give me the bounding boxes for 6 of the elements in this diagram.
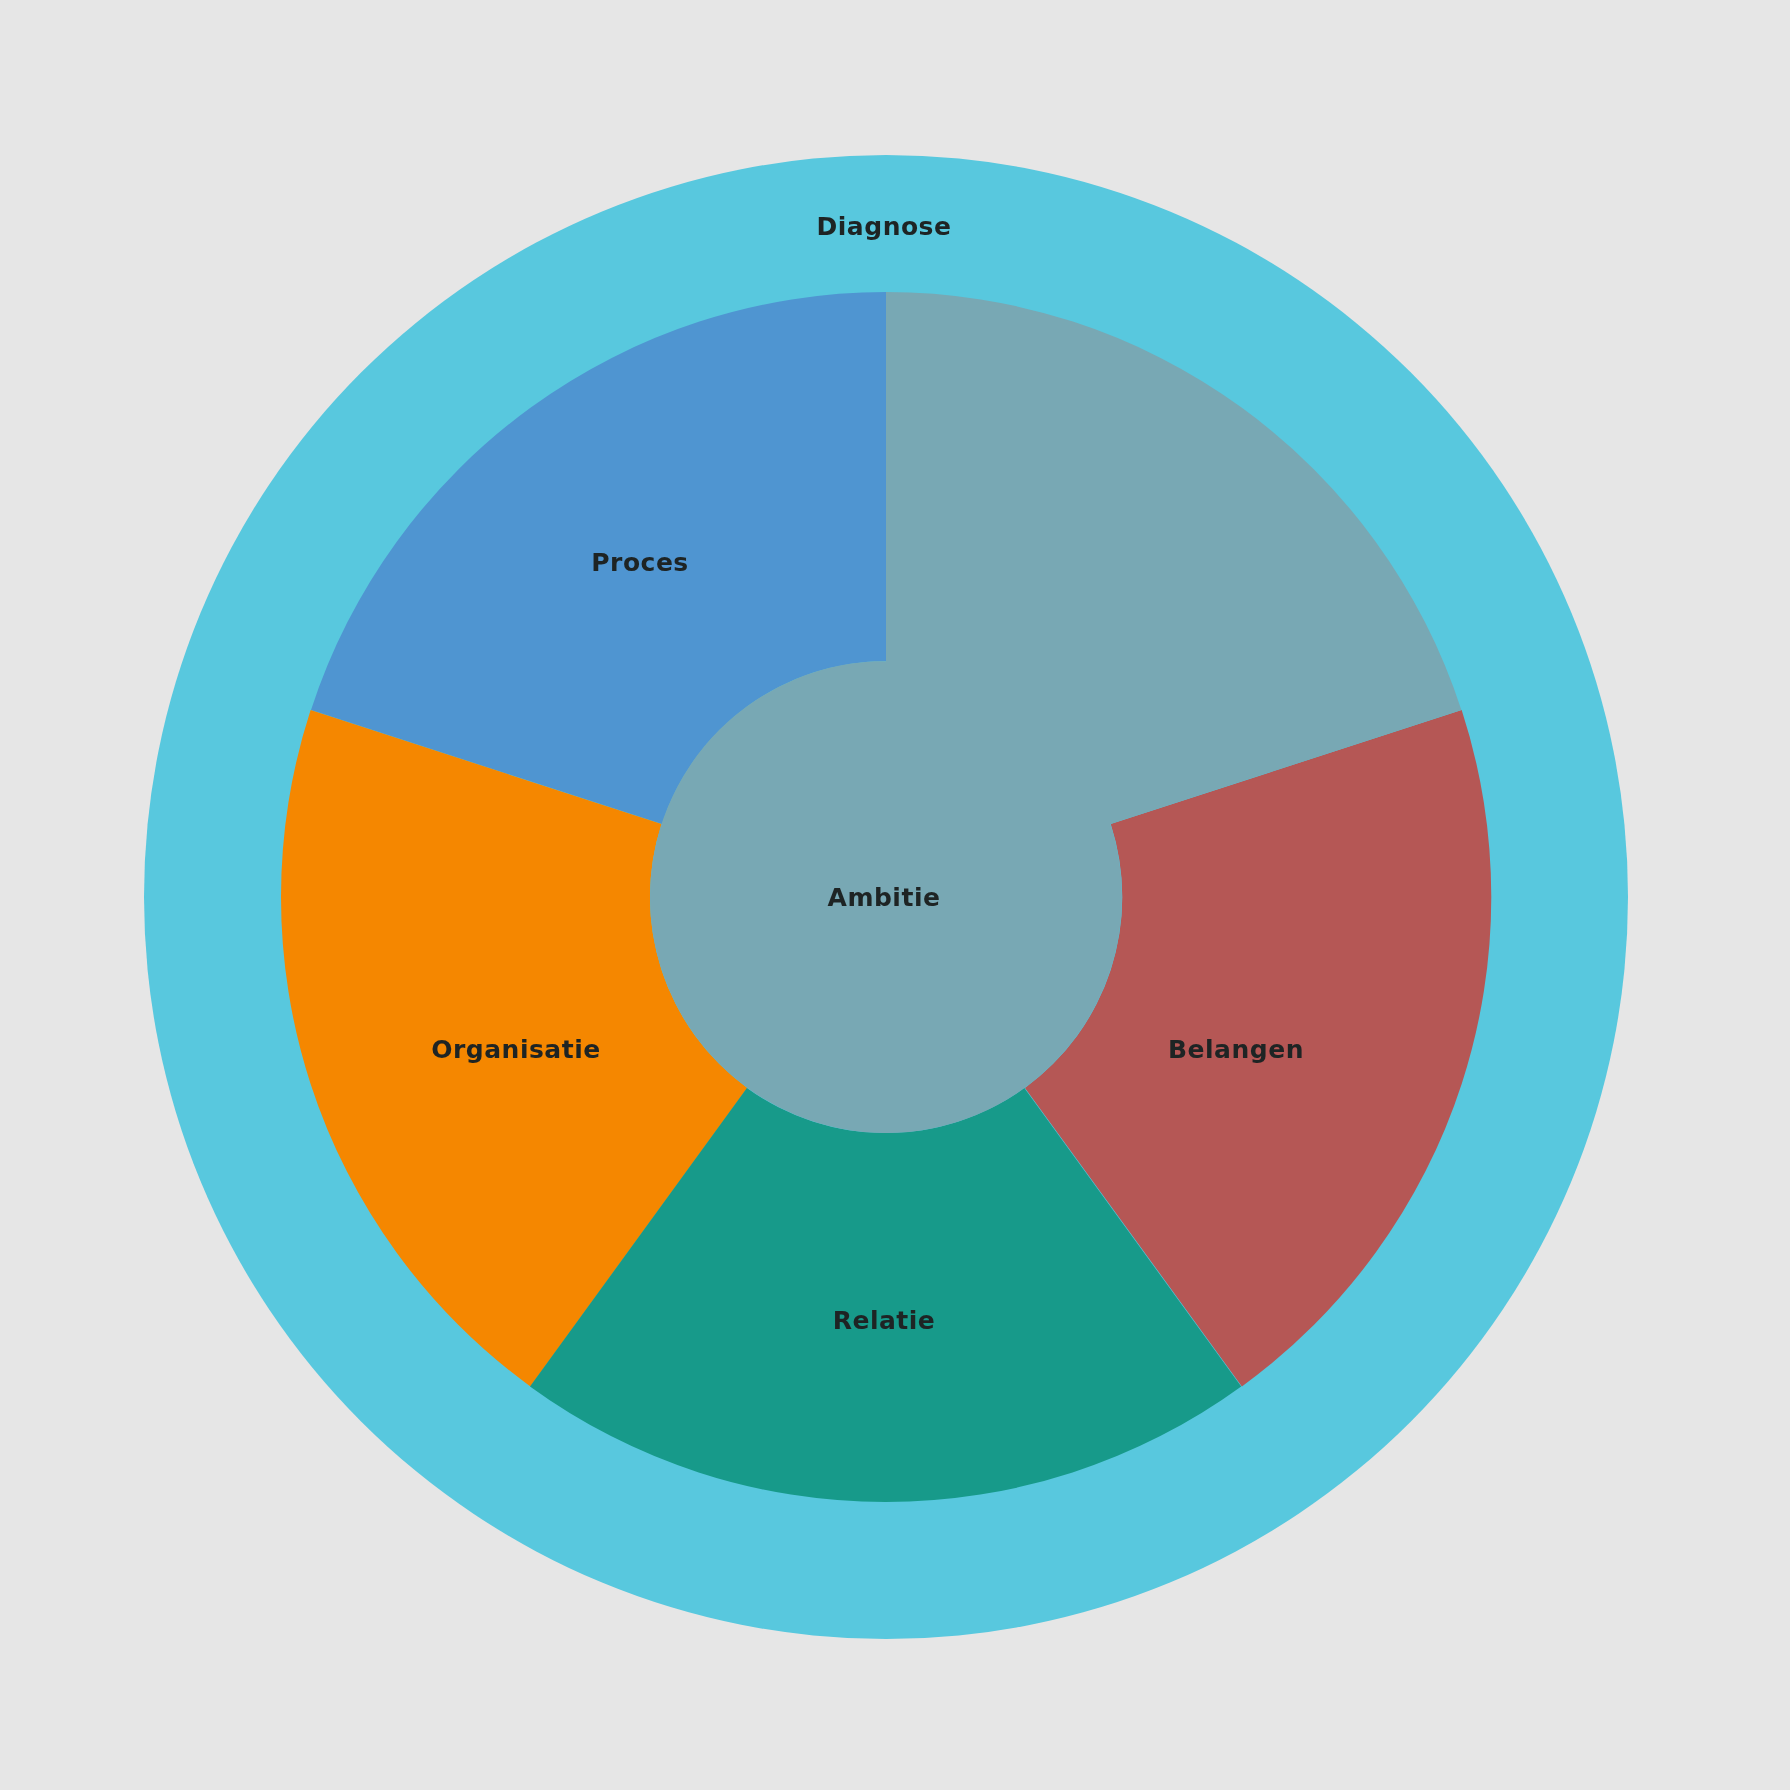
segment-label: Belangen (1168, 1034, 1304, 1064)
segment-label: Diagnose (816, 211, 952, 241)
segment-label: Ambitie (827, 882, 941, 912)
segment-label: Organisatie (431, 1034, 601, 1064)
segment-label: Proces (591, 547, 689, 577)
segment-label: Relatie (832, 1305, 936, 1335)
